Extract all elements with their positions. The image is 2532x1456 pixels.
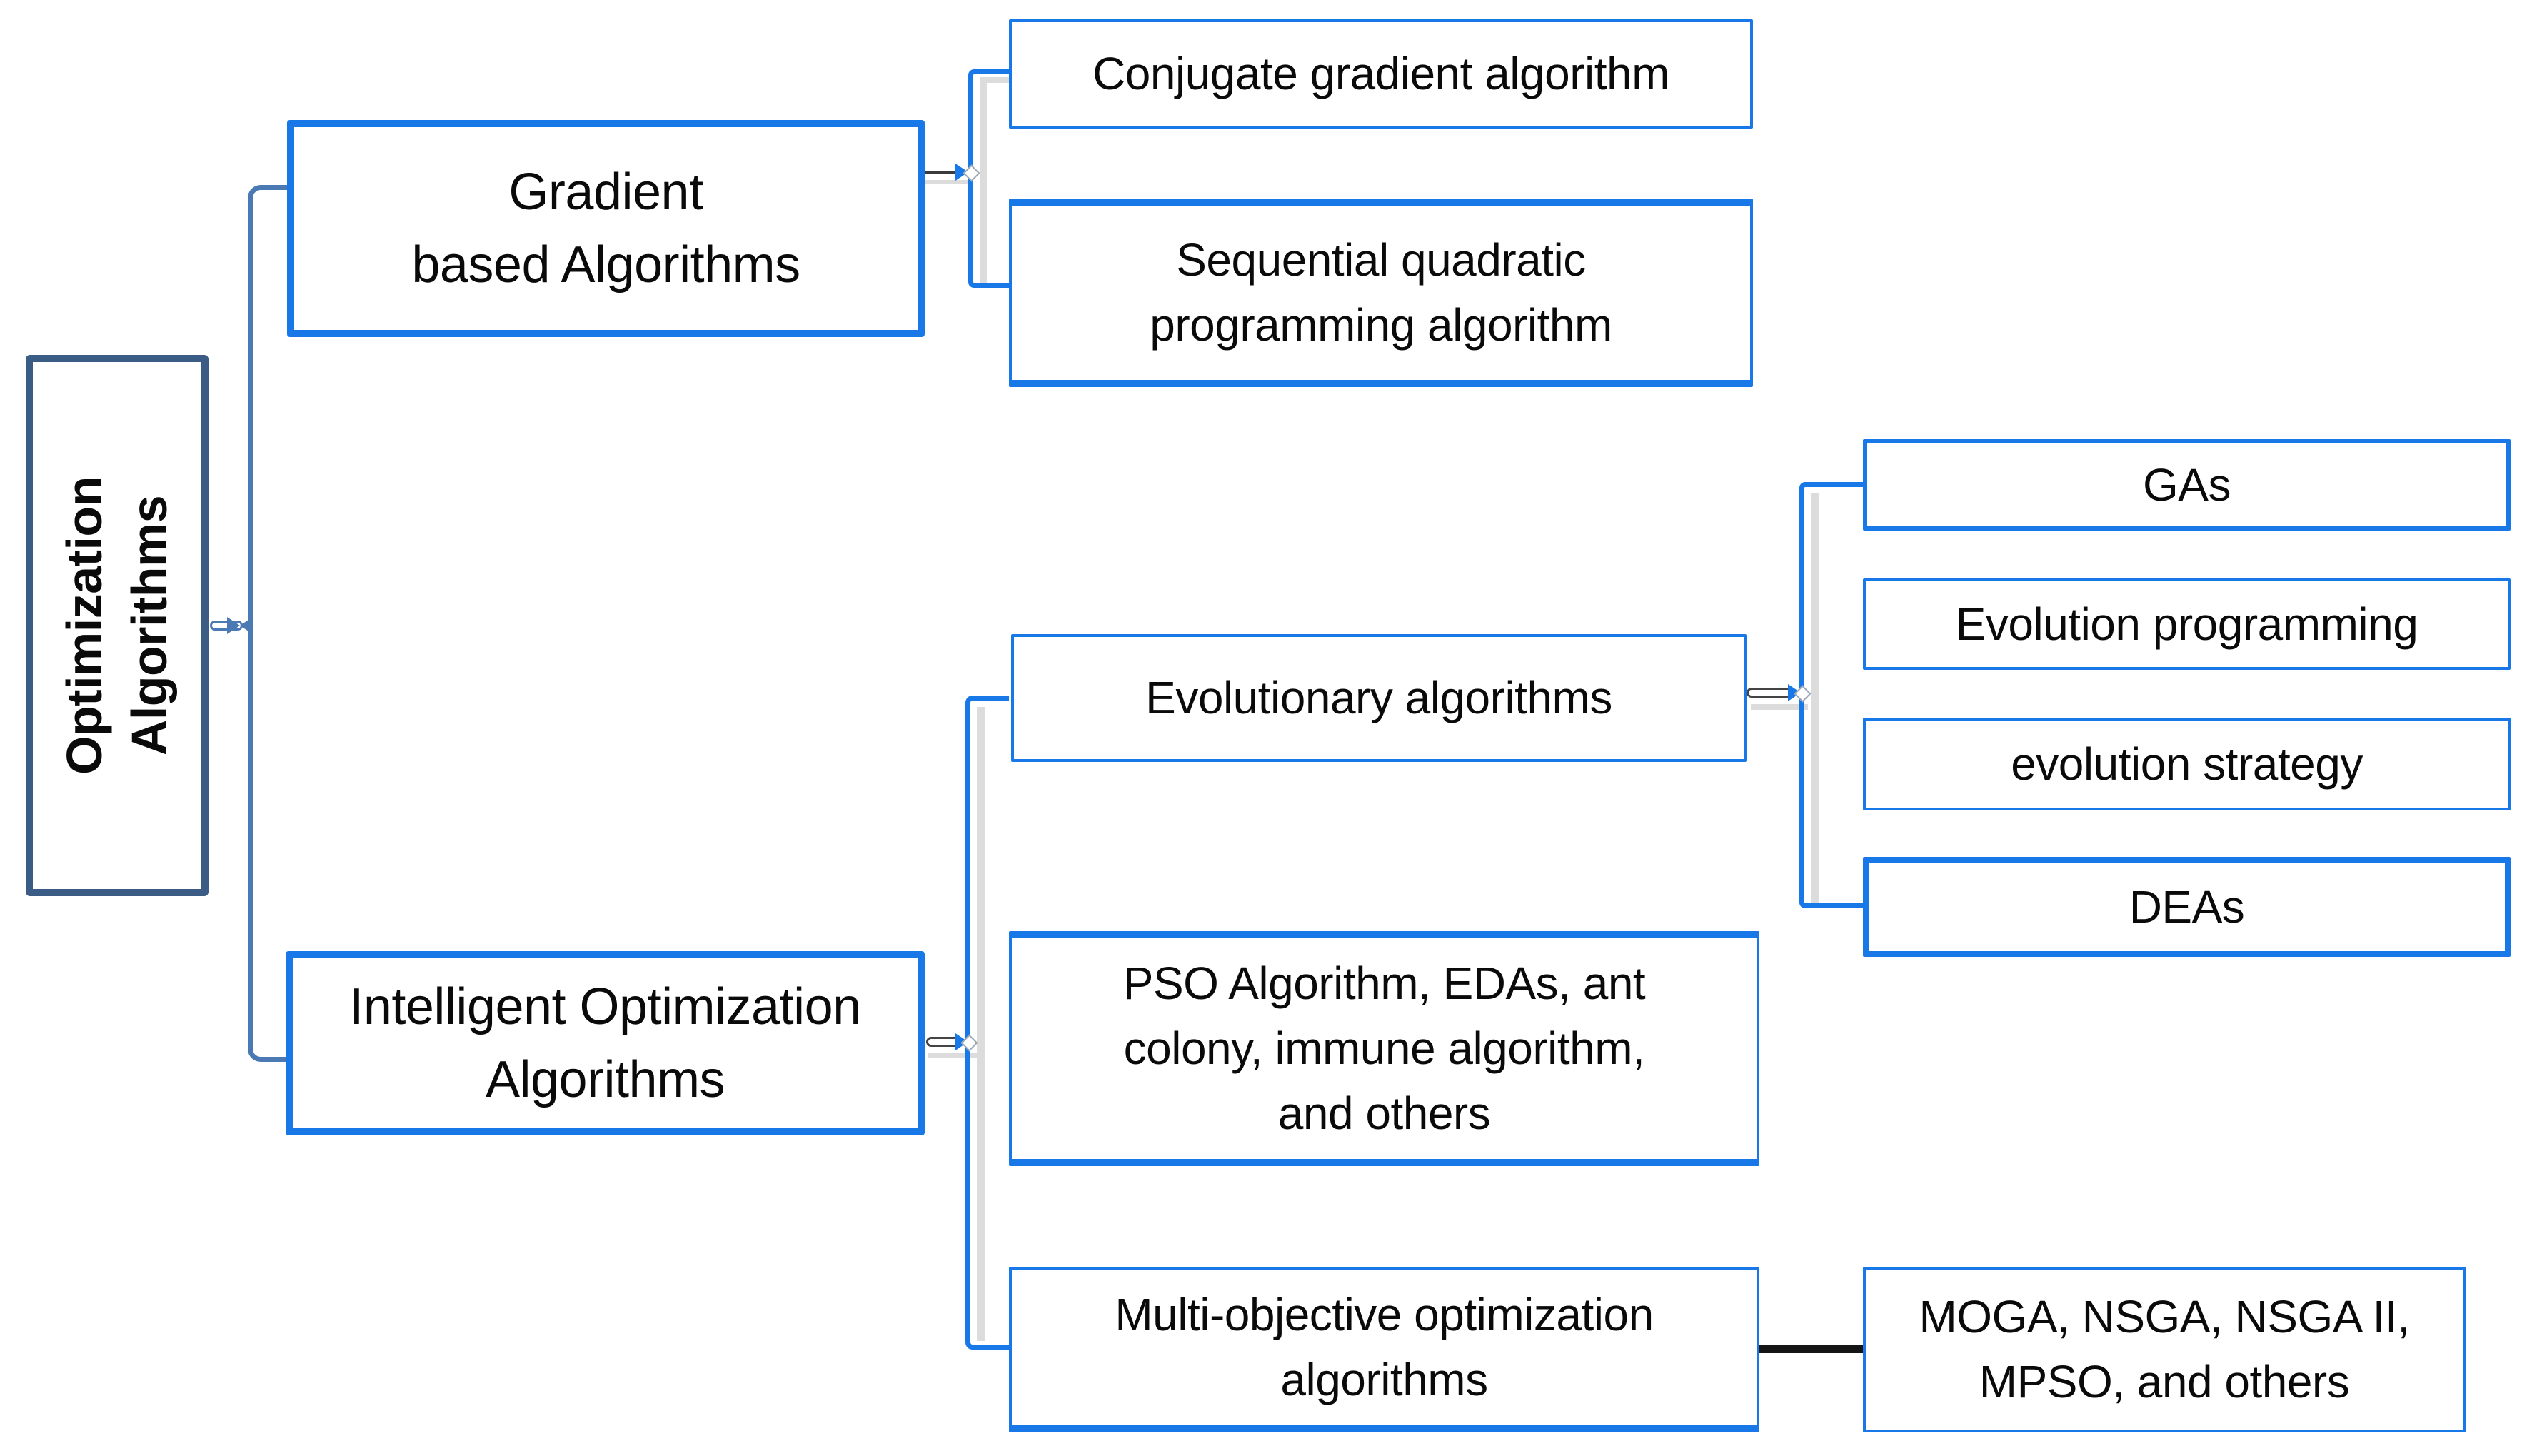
label-line: Conjugate gradient algorithm: [1092, 48, 1669, 100]
shadow-gradient-bracket-top: [980, 77, 1011, 83]
shadow-evolutionary-bracket-vertical: [1811, 493, 1819, 907]
node-optimization-algorithms: Optimization Algorithms: [26, 355, 209, 896]
label-line: Evolutionary algorithms: [1145, 672, 1612, 724]
label-line: evolution strategy: [2011, 738, 2363, 790]
label-line: colony, immune algorithm,: [1123, 1023, 1645, 1075]
junction-gradient-arrow: [955, 164, 968, 181]
label-line: Evolution programming: [1955, 598, 2418, 650]
edge-root-to-branches: [248, 185, 287, 1062]
label-line: programming algorithm: [1150, 299, 1612, 351]
shadow-intelligent-stub: [928, 1053, 978, 1058]
node-gas: GAs: [1863, 439, 2511, 531]
label-line: Algorithms: [121, 495, 177, 756]
node-multi-objective: Multi-objective optimization algorithms: [1009, 1267, 1759, 1432]
label-line: PSO Algorithm, EDAs, ant: [1122, 958, 1646, 1010]
node-evolution-strategy: evolution strategy: [1863, 718, 2511, 810]
label-line: algorithms: [1280, 1353, 1488, 1405]
node-deas: DEAs: [1863, 857, 2511, 957]
label-line: and others: [1277, 1087, 1491, 1139]
junction-root-arrow-right: [227, 617, 240, 634]
node-optimization-label: Optimization Algorithms: [52, 368, 182, 883]
shadow-intelligent-bracket-vertical: [977, 707, 985, 1341]
label-line: MOGA, NSGA, NSGA II,: [1919, 1291, 2410, 1343]
shadow-gradient-bracket-vertical: [980, 80, 987, 288]
junction-gradient-stub: [923, 171, 970, 174]
label-line: Algorithms: [485, 1051, 725, 1108]
label-line: Intelligent Optimization: [349, 978, 861, 1035]
node-evolution-programming: Evolution programming: [1863, 578, 2511, 670]
shadow-gradient-stub: [901, 180, 973, 184]
label-line: GAs: [2143, 458, 2231, 511]
node-conjugate-gradient: Conjugate gradient algorithm: [1009, 19, 1753, 129]
node-sequential-quadratic: Sequential quadratic programming algorit…: [1009, 199, 1753, 387]
junction-evolutionary-bar: [1747, 688, 1792, 698]
label-line: Gradient: [508, 163, 703, 221]
junction-root-arrow-left: [240, 617, 253, 634]
label-line: Multi-objective optimization: [1115, 1288, 1654, 1340]
node-pso-edas: PSO Algorithm, EDAs, ant colony, immune …: [1009, 931, 1759, 1166]
label-line: Optimization: [56, 476, 112, 775]
edge-intelligent-children-bracket: [965, 696, 1009, 1350]
shadow-evolutionary-stub: [1751, 704, 1808, 710]
node-evolutionary-algorithms: Evolutionary algorithms: [1011, 634, 1747, 762]
node-gradient-based-algorithms: Gradient based Algorithms: [287, 120, 925, 337]
edge-multi-to-moga: [1759, 1345, 1863, 1353]
label-line: based Algorithms: [411, 236, 800, 293]
label-line: DEAs: [2129, 880, 2245, 933]
label-line: MPSO, and others: [1979, 1356, 2350, 1407]
label-line: Sequential quadratic: [1176, 234, 1586, 286]
node-moga-nsga: MOGA, NSGA, NSGA II, MPSO, and others: [1863, 1267, 2466, 1432]
node-intelligent-optimization: Intelligent Optimization Algorithms: [286, 951, 925, 1135]
